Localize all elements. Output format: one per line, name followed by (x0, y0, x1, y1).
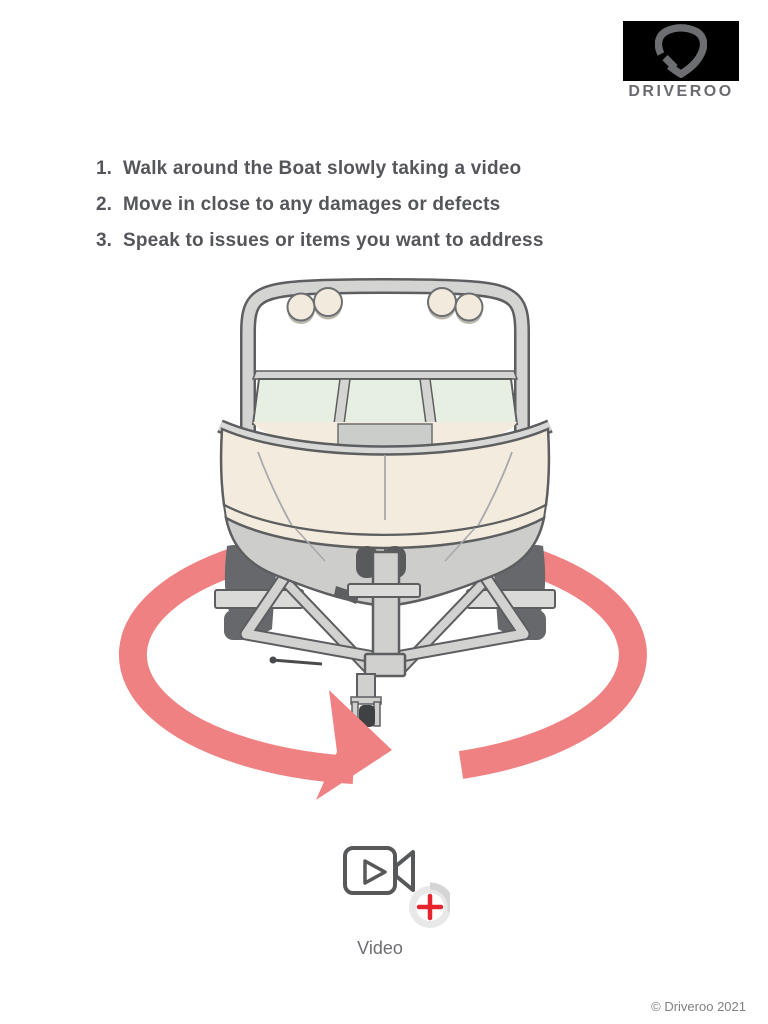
tower-speakers (286, 287, 484, 324)
boat-deck (217, 419, 553, 460)
step-text: Move in close to any damages or defects (123, 194, 501, 215)
driveroo-logo: DRIVEROO (623, 21, 739, 101)
video-button-label: Video (357, 938, 403, 958)
trailer-winch-post (269, 546, 421, 727)
boat-tower (240, 278, 530, 434)
driveroo-brand-text: DRIVEROO (628, 83, 734, 100)
driveroo-logo-box (623, 21, 739, 81)
boat-trailer-illustration (118, 278, 647, 800)
instruction-step-3: 3. Speak to issues or items you want to … (96, 230, 544, 252)
video-camera-icon[interactable] (335, 840, 450, 935)
step-number: 1. (96, 158, 112, 179)
driveroo-shield-icon (655, 24, 707, 78)
add-video-button[interactable]: Video (330, 838, 460, 963)
instruction-step-2: 2. Move in close to any damages or defec… (96, 194, 544, 216)
instruction-steps: 1. Walk around the Boat slowly taking a … (96, 158, 544, 266)
step-text: Walk around the Boat slowly taking a vid… (123, 158, 522, 179)
boat-windshield (251, 370, 519, 425)
plus-icon[interactable] (409, 882, 450, 928)
step-number: 2. (96, 194, 112, 215)
step-text: Speak to issues or items you want to add… (123, 230, 544, 251)
instruction-step-1: 1. Walk around the Boat slowly taking a … (96, 158, 544, 180)
step-number: 3. (96, 230, 112, 251)
copyright-text: © Driveroo 2021 (651, 999, 746, 1014)
walk-around-arrowhead-icon (316, 690, 392, 800)
